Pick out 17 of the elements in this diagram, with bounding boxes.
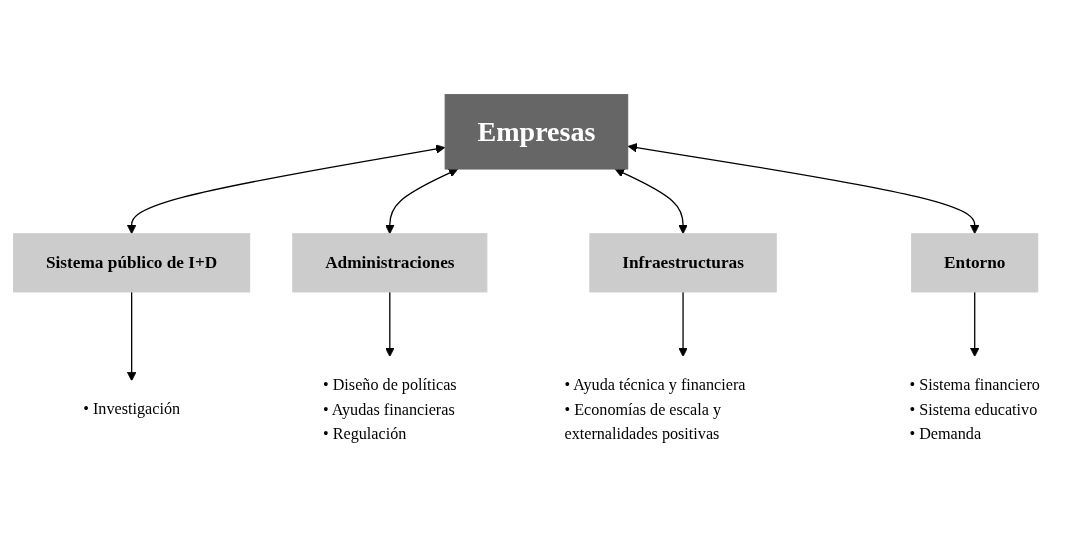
node-box: Empresas	[444, 93, 629, 170]
arrow	[126, 291, 137, 382]
arrow	[385, 291, 395, 357]
node-box: Infraestructuras	[589, 233, 777, 293]
node-text: • Sistema financiero • Sistema educativo • Demanda	[909, 375, 1040, 442]
arrow	[627, 142, 980, 234]
node-box: Entorno	[911, 233, 1039, 293]
node-text: • Ayuda técnica y financiera • Economías de escala y externalidades positivas	[564, 375, 746, 442]
node-text: • Investigación	[83, 400, 181, 418]
arrow	[678, 291, 688, 357]
node-box: Administraciones	[292, 233, 488, 293]
arrow	[126, 144, 446, 234]
node-text: • Diseño de políticas • Ayudas financieras • Regulación	[323, 375, 457, 442]
arrow	[970, 291, 980, 357]
arrow	[385, 168, 459, 234]
arrow	[614, 168, 688, 234]
node-box: Sistema público de I+D	[13, 233, 251, 293]
